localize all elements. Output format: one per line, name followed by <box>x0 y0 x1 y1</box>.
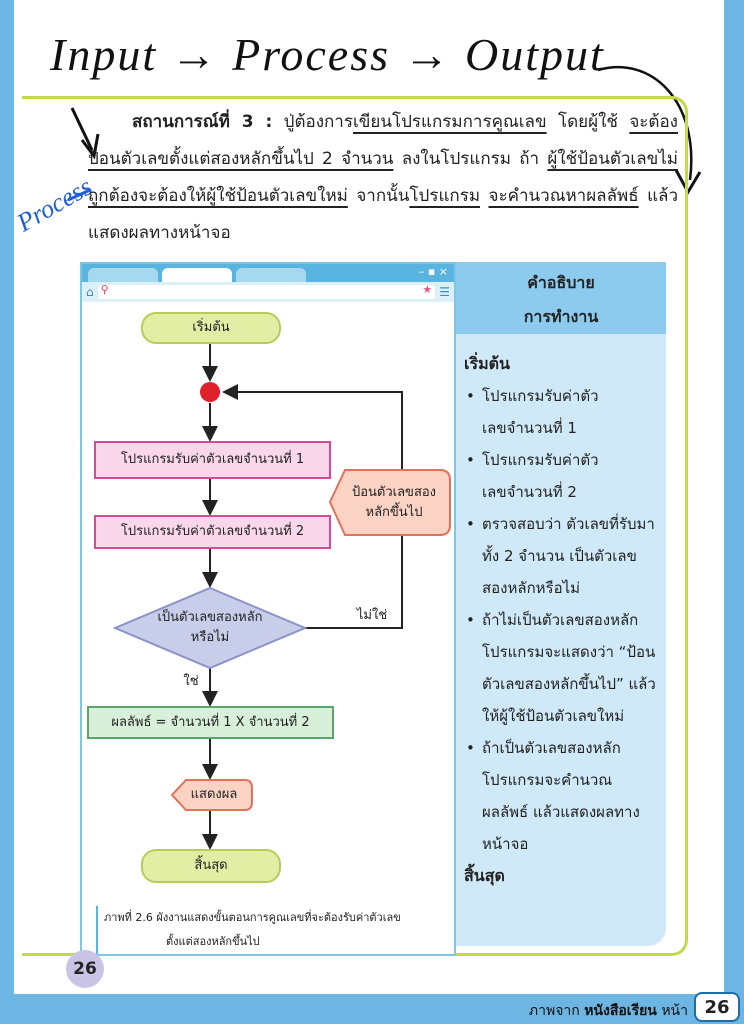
page-number: 26 <box>66 950 104 988</box>
list-item: โปรแกรมรับค่าตัวเลขจำนวนที่ 1 <box>464 380 658 444</box>
address-input[interactable]: ⚲ ★ <box>97 283 436 299</box>
page-edge-right <box>724 0 744 1024</box>
handwritten-title: Input → Process → Output <box>50 29 605 80</box>
output-label: แสดงผล <box>190 787 238 802</box>
start-label: เริ่มต้น <box>192 320 230 335</box>
input2-box <box>94 515 331 549</box>
retry-label: ป้อนตัวเลขสองหลักขึ้นไป <box>338 472 450 534</box>
no-label: ไม่ใช่ <box>356 608 388 623</box>
address-bar: ⌂ ⚲ ★ ☰ <box>82 282 454 302</box>
end-label: สิ้นสุด <box>194 858 228 873</box>
search-icon: ⚲ <box>100 283 109 296</box>
list-item: ถ้าเป็นตัวเลขสองหลัก โปรแกรมจะคำนวณผลลัพ… <box>464 732 658 860</box>
figure-caption: ภาพที่ 2.6 ผังงานแสดงขั้นตอนการคูณเลขที่… <box>96 906 436 954</box>
text: จะต้องป้อนตัวเลขตั้งแต่สองหลักขึ้นไป 2 จ… <box>88 112 678 169</box>
panel-title: คำอธิบาย การทำงาน <box>456 262 666 334</box>
text: คำอธิบาย <box>527 273 595 292</box>
browser-window: – ▪ × ⌂ ⚲ ★ ☰ <box>80 262 456 956</box>
input1-label: โปรแกรมรับค่าตัวเลขจำนวนที่ 1 <box>120 452 305 467</box>
caption-line: ตั้งแต่สองหลักขึ้นไป <box>166 935 260 948</box>
text: จะคำนวณหาผลลัพธ์ <box>488 186 639 206</box>
caption-line: ภาพที่ 2.6 ผังงานแสดงขั้นตอนการคูณเลขที่… <box>104 911 401 924</box>
text: เขียนโปรแกรมการคูณเลข <box>352 112 547 132</box>
panel-end: สิ้นสุด <box>464 866 505 885</box>
tab-bar: – ▪ × <box>82 264 454 282</box>
decision-diamond <box>112 586 308 670</box>
input1-box <box>94 441 331 479</box>
explanation-panel: คำอธิบาย การทำงาน เริ่มต้น โปรแกรมรับค่า… <box>456 262 666 946</box>
text: หลักขึ้นไป <box>365 505 423 520</box>
process-label: ผลลัพธ์ = จำนวนที่ 1 X จำนวนที่ 2 <box>111 714 310 730</box>
list-item: ตรวจสอบว่า ตัวเลขที่รับมาทั้ง 2 จำนวน เป… <box>464 508 658 604</box>
text: ภาพจาก <box>528 1003 580 1019</box>
text: หน้า <box>661 1003 688 1019</box>
text: เป็นตัวเลขสองหลัก <box>157 610 263 625</box>
star-icon[interactable]: ★ <box>422 283 433 296</box>
scenario-text: สถานการณ์ที่ 3 : ปู่ต้องการเขียนโปรแกรมก… <box>88 104 678 252</box>
text: โปรแกรม <box>409 186 481 206</box>
window-controls[interactable]: – ▪ × <box>418 265 448 278</box>
retry-display-shape <box>328 469 451 536</box>
yes-label: ใช่ <box>183 674 199 689</box>
text: หรือไม่ <box>190 630 230 645</box>
text: ลงในโปรแกรม ถ้า <box>401 149 540 169</box>
text: แล้วแสดงผลทางหน้าจอ <box>88 186 678 243</box>
list-item: ถ้าไม่เป็นตัวเลขสองหลัก โปรแกรมจะแสดงว่า… <box>464 604 658 732</box>
home-icon[interactable]: ⌂ <box>86 285 94 299</box>
text: ป้อนตัวเลขสอง <box>351 485 437 500</box>
text: โดยผู้ใช้ <box>558 112 618 132</box>
process-box <box>87 706 334 739</box>
decision-label: เป็นตัวเลขสองหลักหรือไม่ <box>130 598 290 658</box>
end-terminator <box>141 849 281 883</box>
menu-icon[interactable]: ☰ <box>439 285 450 299</box>
panel-start: เริ่มต้น <box>464 354 510 373</box>
output-shape <box>170 779 253 811</box>
handwritten-arrows <box>67 65 702 202</box>
browser-tab[interactable] <box>236 268 306 282</box>
text: การทำงาน <box>523 307 599 326</box>
text: หนังสือเรียน <box>584 1003 657 1019</box>
text: ผู้ใช้ป้อนตัวเลขไม่ถูกต้องจะต้องให้ผู้ใช… <box>88 149 679 206</box>
connector-dot <box>200 382 220 402</box>
start-terminator <box>141 312 281 344</box>
footer-page-number: 26 <box>694 992 740 1022</box>
footer-source: ภาพจาก หนังสือเรียน หน้า <box>529 1000 688 1022</box>
footer-bar <box>0 994 744 1024</box>
input2-label: โปรแกรมรับค่าตัวเลขจำนวนที่ 2 <box>120 524 305 539</box>
browser-tab[interactable] <box>88 268 158 282</box>
scenario-label: สถานการณ์ที่ 3 : <box>132 112 273 132</box>
list-item: โปรแกรมรับค่าตัวเลขจำนวนที่ 2 <box>464 444 658 508</box>
flow-arrows <box>202 343 403 850</box>
text: จากนั้น <box>356 186 410 206</box>
browser-tab[interactable] <box>162 268 232 282</box>
text: ปู่ต้องการ <box>283 112 353 132</box>
page-edge-left <box>0 0 14 1024</box>
